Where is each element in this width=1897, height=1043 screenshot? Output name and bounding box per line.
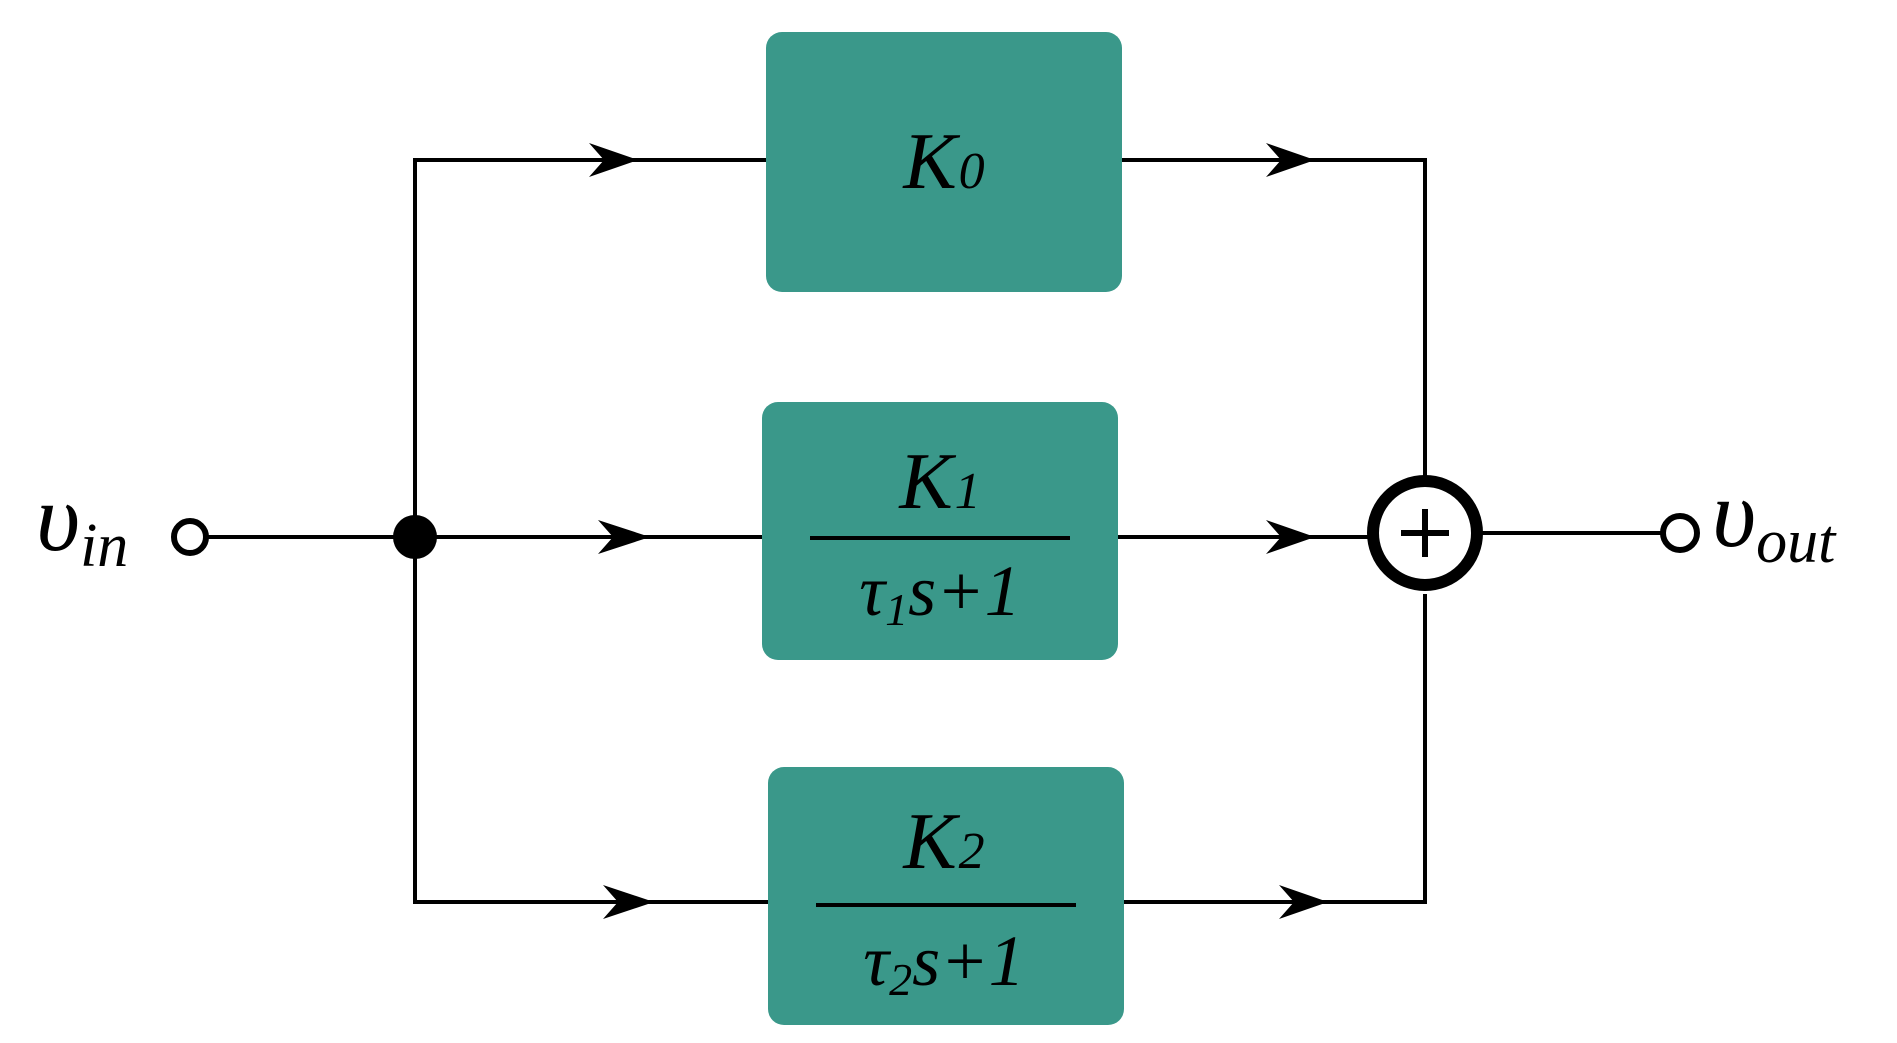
branch-0-in-arrow (589, 143, 638, 177)
block-k2-denominator: τ2s+1 (863, 921, 1024, 1005)
branch-2-out-arrow (1279, 885, 1328, 919)
branch-1-in-arrow (598, 520, 650, 554)
summing-junction (1367, 475, 1483, 591)
branch-0-out-arrow (1266, 143, 1315, 177)
block-k2-numerator: K2 (902, 798, 984, 886)
block-k0-box (766, 32, 1122, 292)
input-terminal (171, 518, 209, 556)
branch-2-in-arrow (603, 885, 654, 919)
block-k1-numerator: K1 (898, 438, 980, 526)
output-label: υout (1712, 460, 1837, 576)
block-k0-label: K0 (902, 118, 984, 206)
input-label: υin (36, 464, 128, 580)
block-k1: K1 τ1s+1 (762, 402, 1118, 660)
output-terminal (1660, 513, 1700, 553)
block-k1-box (762, 402, 1118, 660)
block-k2-box (768, 767, 1124, 1025)
block-k1-denominator: τ1s+1 (859, 551, 1020, 635)
branch-1-out-arrow (1266, 520, 1315, 554)
block-k0: K0 (766, 32, 1122, 292)
split-junction-dot (393, 515, 437, 559)
block-k2: K2 τ2s+1 (768, 767, 1124, 1025)
